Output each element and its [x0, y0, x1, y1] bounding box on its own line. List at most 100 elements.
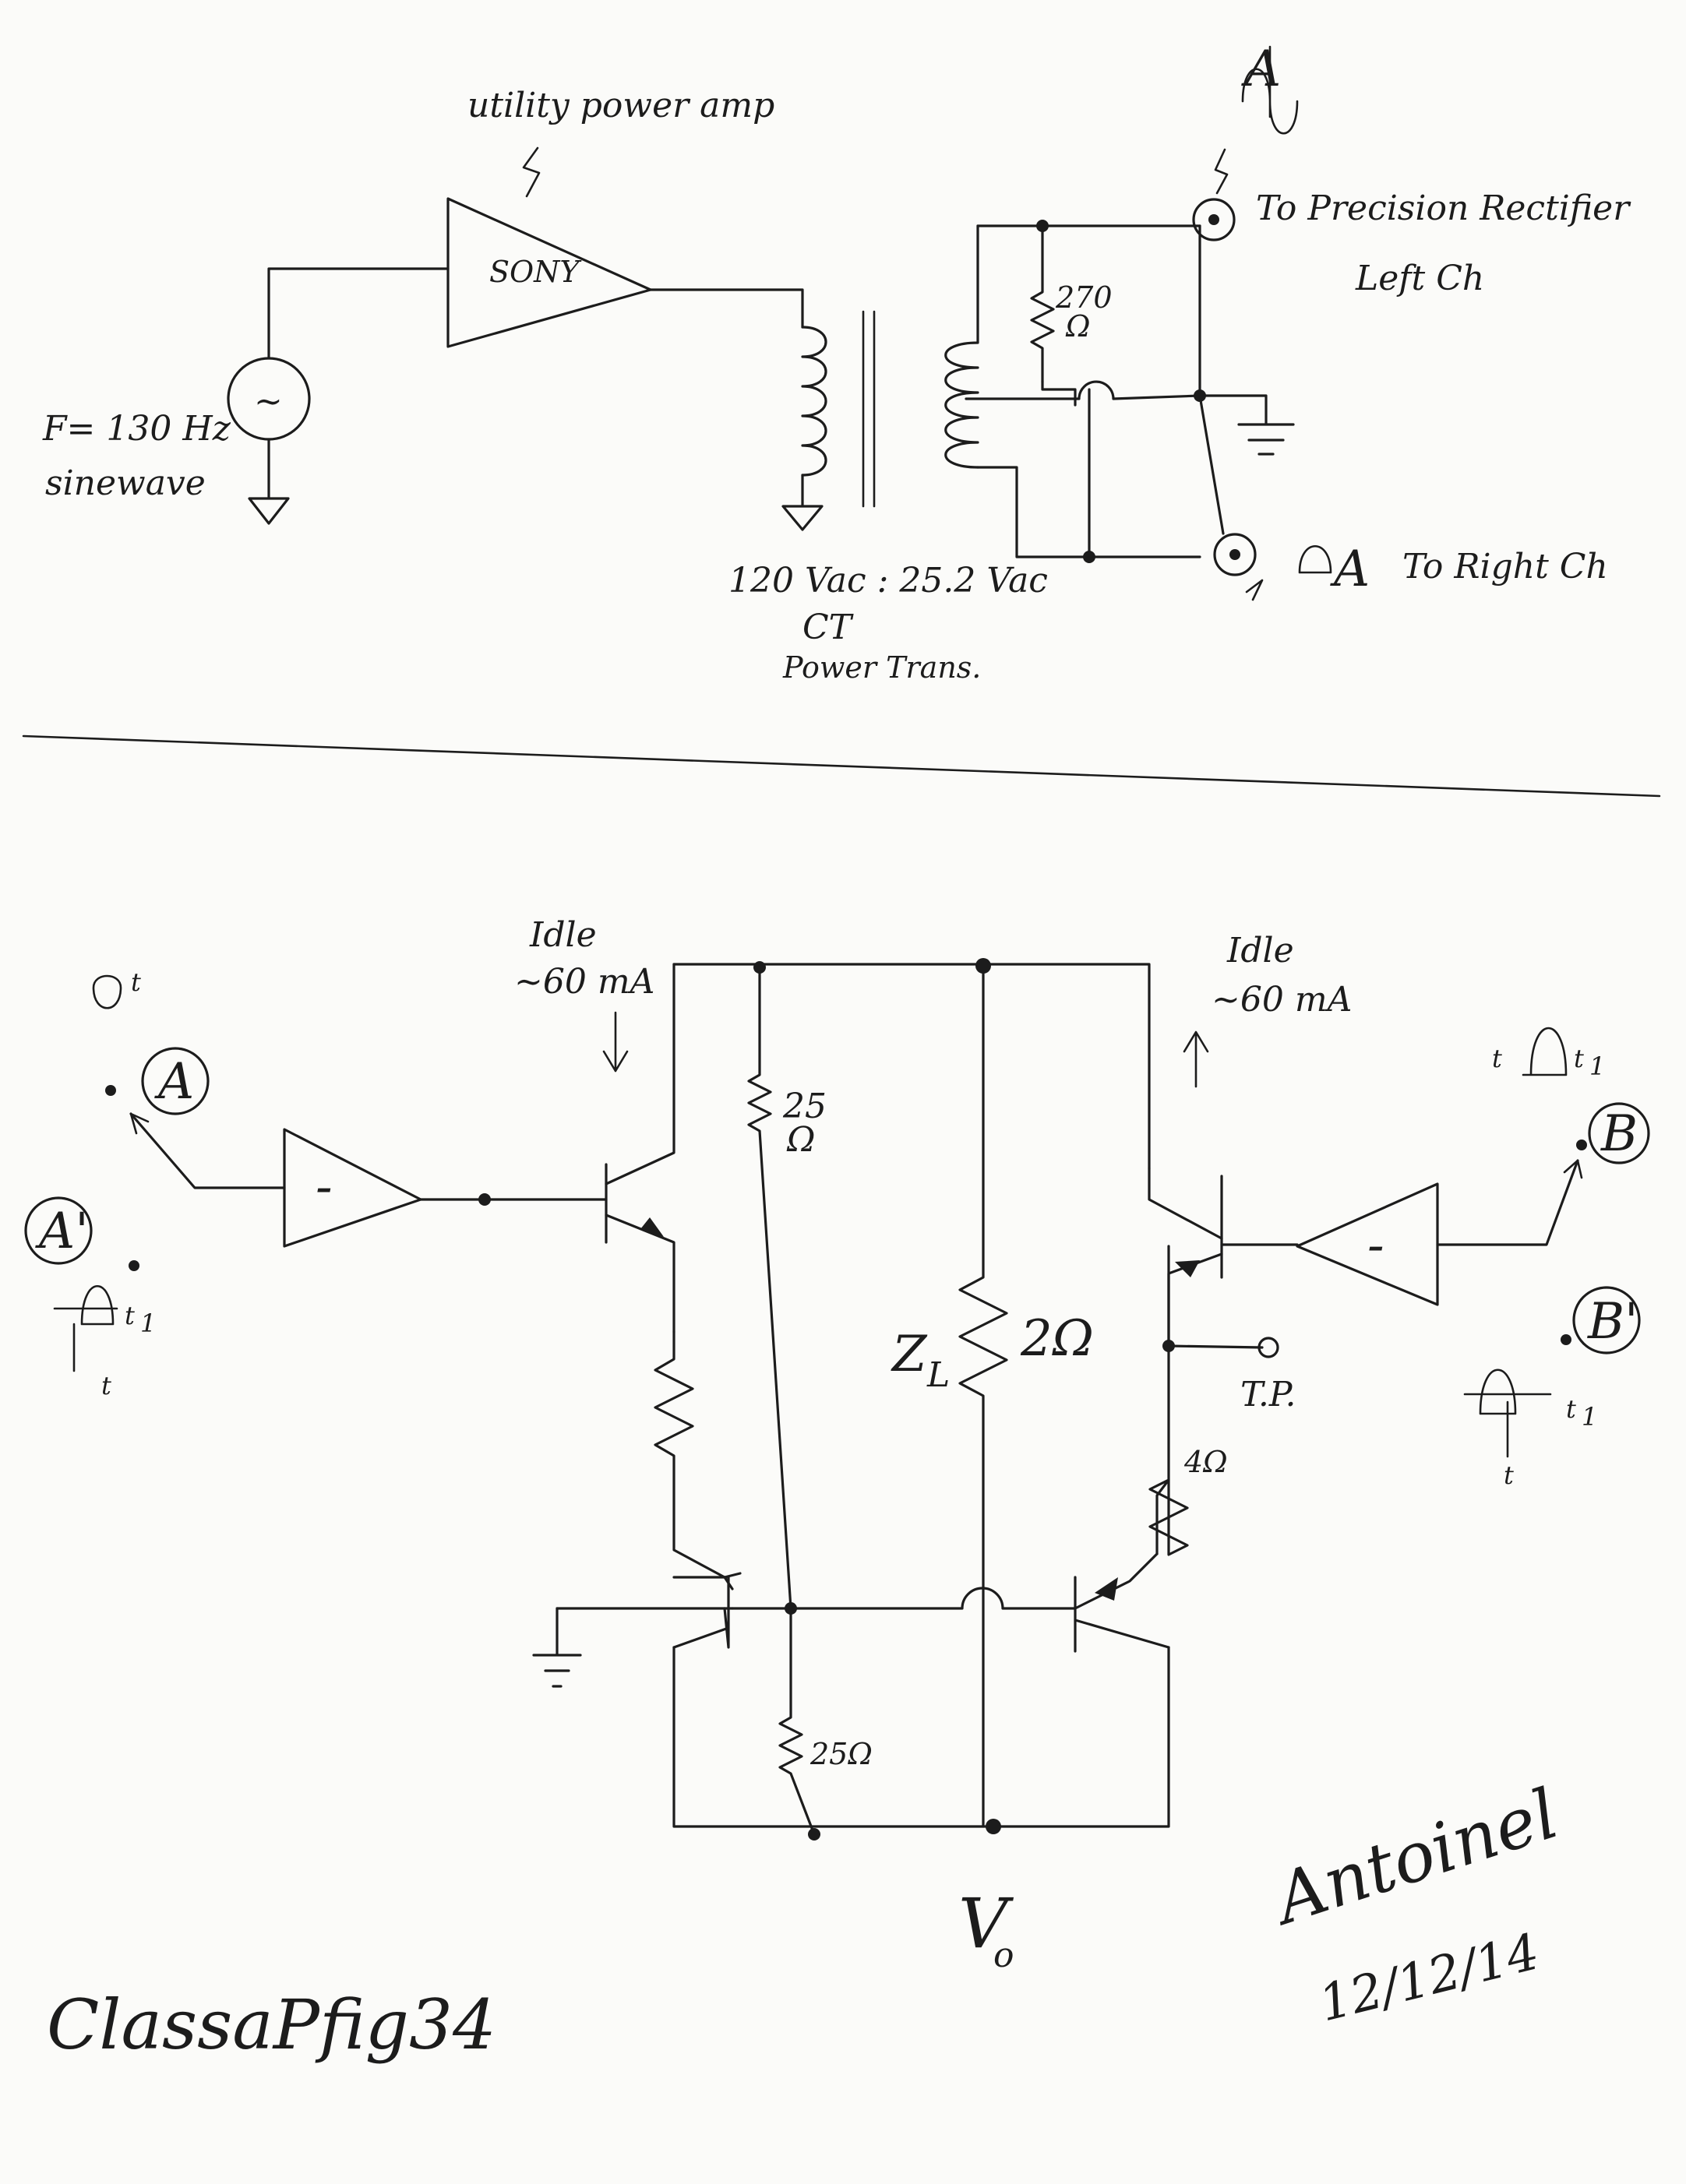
q2-emitter	[1167, 1252, 1223, 1347]
transformer-primary-coil	[801, 326, 827, 477]
q1-collector	[605, 963, 675, 1185]
node-a-terminal	[105, 1085, 116, 1096]
right-emitter-resistor-value: 4Ω	[1183, 1445, 1228, 1479]
junction-dot	[808, 1828, 820, 1841]
node-b-time-label: t	[1492, 1044, 1502, 1073]
signature: Antoinel	[1261, 1774, 1568, 1942]
output-junction-dot	[986, 1819, 1001, 1834]
left-output-label-2: Left Ch	[1355, 259, 1484, 298]
node-b-label: B	[1600, 1105, 1638, 1163]
right-bottom-wire	[1088, 388, 1201, 558]
resistor-25-top-unit: Ω	[786, 1120, 815, 1160]
q2-emitter-arrow	[1175, 1260, 1200, 1277]
jack-center	[1229, 549, 1240, 560]
q4-emitter-arrow	[1095, 1577, 1118, 1601]
resistor-270-unit: Ω	[1065, 309, 1091, 343]
test-point-wire	[1167, 1344, 1264, 1349]
node-a-prime-waveform-icon	[53, 1284, 118, 1372]
q4-body	[1074, 1552, 1170, 1653]
bottom-circuit: Idle ~60 mA t A A' t 1 t -	[24, 915, 1650, 1975]
bottom-rail	[672, 1646, 1170, 1828]
marker-a-right: A	[1330, 541, 1370, 598]
left-emitter-resistor	[654, 1330, 726, 1579]
q1-emitter	[605, 1214, 675, 1333]
primary-ground-symbol	[781, 474, 824, 531]
idle-right-value: ~60 mA	[1212, 980, 1352, 1020]
node-b-prime-waveform-icon	[1463, 1369, 1552, 1458]
node-a-prime-t1-label: t	[125, 1301, 135, 1330]
frequency-label: F= 130 Hz	[42, 409, 231, 449]
node-a-prime-circle	[24, 1196, 93, 1265]
resistor-25-top-value: 25	[782, 1087, 827, 1126]
idle-left-value: ~60 mA	[514, 962, 654, 1002]
node-b-prime-t1-label: t	[1566, 1394, 1576, 1424]
input-b-switch-wire	[1436, 1159, 1579, 1246]
node-a-prime-t-label: t	[101, 1371, 111, 1400]
node-b-prime-t-label: t	[1504, 1460, 1514, 1490]
resistor-lower-wire	[1041, 380, 1077, 407]
load-resistor-zl	[958, 964, 1008, 1828]
node-b-prime-circle	[1572, 1286, 1641, 1354]
switch-arrow	[129, 1112, 150, 1135]
node-b-circle	[1588, 1102, 1650, 1164]
node-b-t1-sub: 1	[1589, 1051, 1605, 1081]
left-amp-sign: -	[316, 1158, 333, 1216]
right-output-arrow	[1245, 579, 1264, 601]
right-emitter-resistor	[1148, 1245, 1189, 1556]
sony-amplifier-symbol	[446, 197, 652, 348]
idle-right-label: Idle	[1226, 931, 1294, 970]
right-output-label: To Right Ch	[1402, 547, 1608, 587]
switch-arrow-right	[1563, 1159, 1583, 1179]
node-a-prime-label: A'	[35, 1203, 89, 1260]
node-b-terminal	[1576, 1140, 1587, 1150]
top-rail	[672, 963, 1151, 1170]
idle-left-arrow	[602, 1011, 629, 1073]
date: 12/12/14	[1314, 1923, 1545, 2033]
source-ground-symbol	[248, 438, 290, 525]
waveform-arrow	[1214, 148, 1229, 195]
node-a-time-label: t	[131, 967, 141, 997]
input-a-switch-wire	[129, 1112, 286, 1189]
figure-caption: ClassaPfig34	[47, 1985, 496, 2065]
annotation-arrow	[522, 146, 541, 198]
section-divider	[22, 734, 1661, 798]
node-b-waveform-icon	[1522, 1027, 1568, 1076]
transformer-name-label: Power Trans.	[782, 650, 981, 685]
amp-to-primary-wire	[649, 288, 804, 329]
base-rail	[731, 1587, 1077, 1610]
node-a-prime-terminal	[129, 1260, 139, 1271]
node-b-t1-label: t	[1574, 1044, 1584, 1073]
secondary-bottom-wire	[976, 466, 1091, 558]
output-label: V	[958, 1883, 1014, 1964]
junction-dot	[1194, 389, 1206, 402]
resistor-270	[1030, 224, 1055, 383]
marker-a-top: A	[1241, 41, 1281, 98]
resistor-270-value: 270	[1055, 280, 1113, 315]
source-to-amp-wire	[267, 267, 450, 360]
jack-center	[1208, 214, 1219, 225]
idle-right-arrow	[1183, 1030, 1209, 1088]
right-output-lead	[1198, 394, 1225, 535]
idle-left-label: Idle	[529, 915, 597, 955]
junction-dot	[1036, 220, 1049, 232]
right-output-waveform-icon	[1298, 544, 1332, 574]
node-a-waveform-icon	[92, 974, 122, 1009]
q1-emitter-arrow	[640, 1217, 664, 1237]
amp-brand-label: SONY	[489, 255, 582, 289]
node-b-prime-terminal	[1561, 1334, 1571, 1345]
left-output-label: To Precision Rectifier	[1256, 188, 1631, 228]
left-output-waveform-icon	[1241, 45, 1299, 135]
left-inverting-amp	[283, 1128, 422, 1248]
q2-collector	[1148, 1167, 1223, 1240]
node-a-prime-t1-sub: 1	[140, 1309, 156, 1338]
node-b-prime-label: B'	[1587, 1293, 1638, 1351]
test-point-terminal	[1257, 1337, 1279, 1358]
resistor-25-bottom-value: 25Ω	[809, 1737, 873, 1771]
resistor-25-bottom	[778, 1607, 816, 1836]
transformer-core	[862, 310, 876, 508]
ground-symbol	[532, 1607, 582, 1688]
q3-body	[672, 1576, 730, 1649]
waveform-label: sinewave	[45, 463, 206, 503]
